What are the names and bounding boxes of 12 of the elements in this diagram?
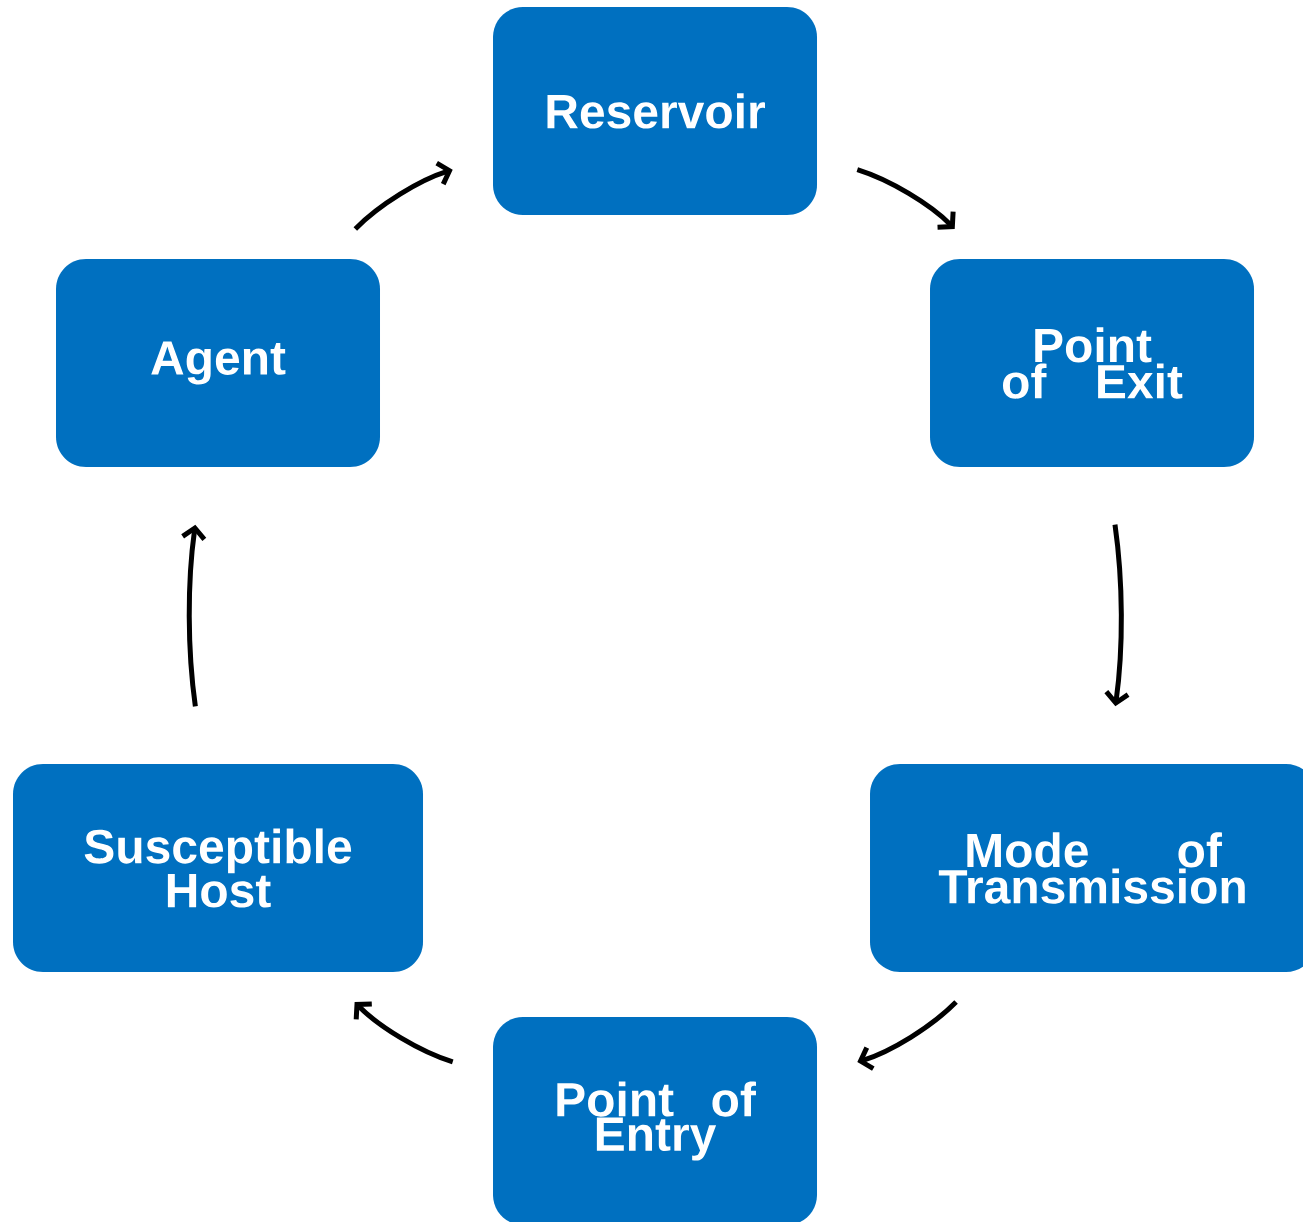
process-box: Point of Exit (930, 259, 1254, 467)
arrow (181, 524, 207, 707)
process-box: Mode of Transmission (870, 764, 1303, 972)
arrow (353, 1001, 454, 1065)
arrow (353, 161, 453, 231)
arrow (857, 1000, 958, 1071)
process-box: Agent (56, 259, 380, 467)
process-box: Point of Entry (493, 1017, 817, 1222)
process-box: Susceptible Host (13, 764, 423, 972)
process-box: Reservoir (493, 7, 817, 215)
arrow (1104, 524, 1130, 707)
arrow (856, 167, 956, 230)
